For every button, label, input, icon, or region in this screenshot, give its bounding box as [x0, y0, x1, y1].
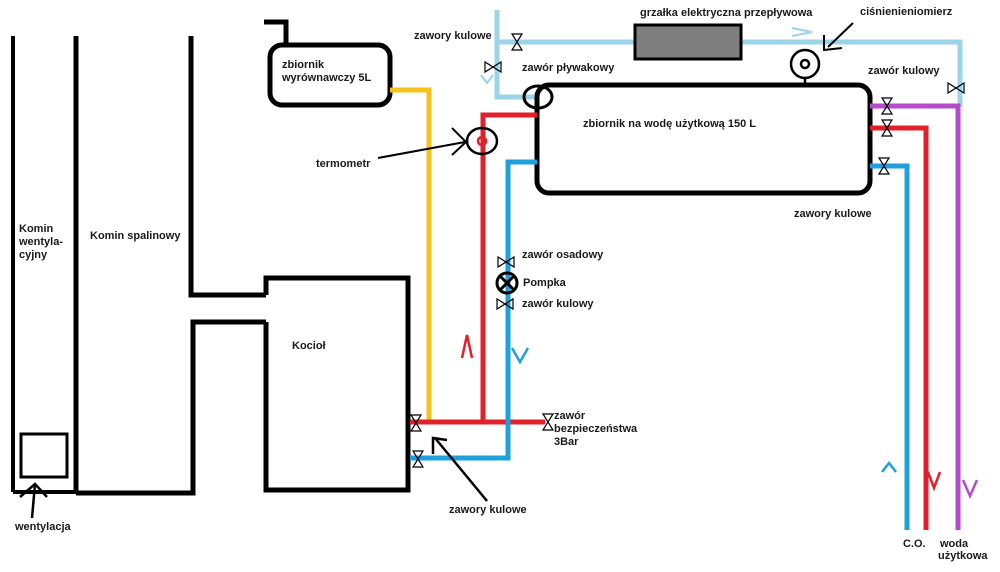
komin-spalinowy — [73, 36, 266, 496]
label-zawory-kulowe-top: zawory kulowe — [414, 30, 492, 42]
expansion-pipe — [390, 87, 432, 422]
pointer-arrow-icon — [19, 436, 488, 519]
label-cisnieniomierz: ciśnienieniomierz — [860, 6, 953, 18]
label-komin-wentylacyjny-2: wentyla- — [18, 236, 63, 248]
label-zawor-bezpieczenstwa-3: 3Bar — [554, 436, 579, 448]
label-komin-spalinowy: Komin spalinowy — [90, 230, 181, 242]
zbiornik-wyrownawczy — [264, 19, 393, 108]
label-pompka: Pompka — [523, 277, 567, 289]
grzalka-elektryczna — [633, 23, 743, 61]
zbiornik-cwu — [534, 82, 873, 196]
label-zbiornik-wyrownawczy-2: wyrównawczy 5L — [281, 72, 372, 84]
label-wentylacja: wentylacja — [14, 521, 72, 533]
label-komin-wentylacyjny-1: Komin — [19, 223, 54, 235]
kociol — [263, 275, 411, 493]
label-zbiornik-cwu: zbiornik na wodę użytkową 150 L — [583, 118, 756, 130]
label-zawor-kulowy-right: zawór kulowy — [868, 65, 940, 77]
zawor-plywakowy-icon — [522, 84, 554, 110]
label-zawor-kulowy-pump: zawór kulowy — [522, 298, 594, 310]
label-zawor-osadowy: zawór osadowy — [522, 249, 604, 261]
cisnieniomierz-icon — [789, 22, 854, 85]
label-zawory-kulowe-tank: zawory kulowe — [794, 208, 872, 220]
label-termometr: termometr — [316, 158, 371, 170]
label-kociol: Kocioł — [292, 340, 326, 352]
label-woda-uzytkowa-1: woda — [939, 538, 969, 550]
pompka-icon — [495, 271, 519, 295]
hot-supply-pipe — [410, 112, 942, 530]
termometr-icon — [377, 126, 499, 159]
label-zbiornik-wyrownawczy-1: zbiornik — [282, 59, 325, 71]
cold-return-pipe — [410, 159, 910, 530]
komin-wentylacyjny — [11, 36, 76, 494]
label-komin-wentylacyjny-3: cyjny — [19, 249, 48, 261]
label-zawory-kulowe-boiler: zawory kulowe — [449, 504, 527, 516]
label-zawor-bezpieczenstwa-1: zawór — [554, 410, 586, 422]
label-zawor-bezpieczenstwa-2: bezpieczeństwa — [554, 423, 638, 435]
label-co: C.O. — [903, 538, 926, 550]
tap-water-pipe — [870, 103, 979, 530]
label-zawor-plywakowy: zawór pływakowy — [522, 62, 615, 74]
label-woda-uzytkowa-2: użytkowa — [938, 550, 988, 562]
label-grzalka: grzałka elektryczna przepływowa — [640, 7, 813, 19]
zawor-kulowy-icon — [496, 298, 514, 310]
